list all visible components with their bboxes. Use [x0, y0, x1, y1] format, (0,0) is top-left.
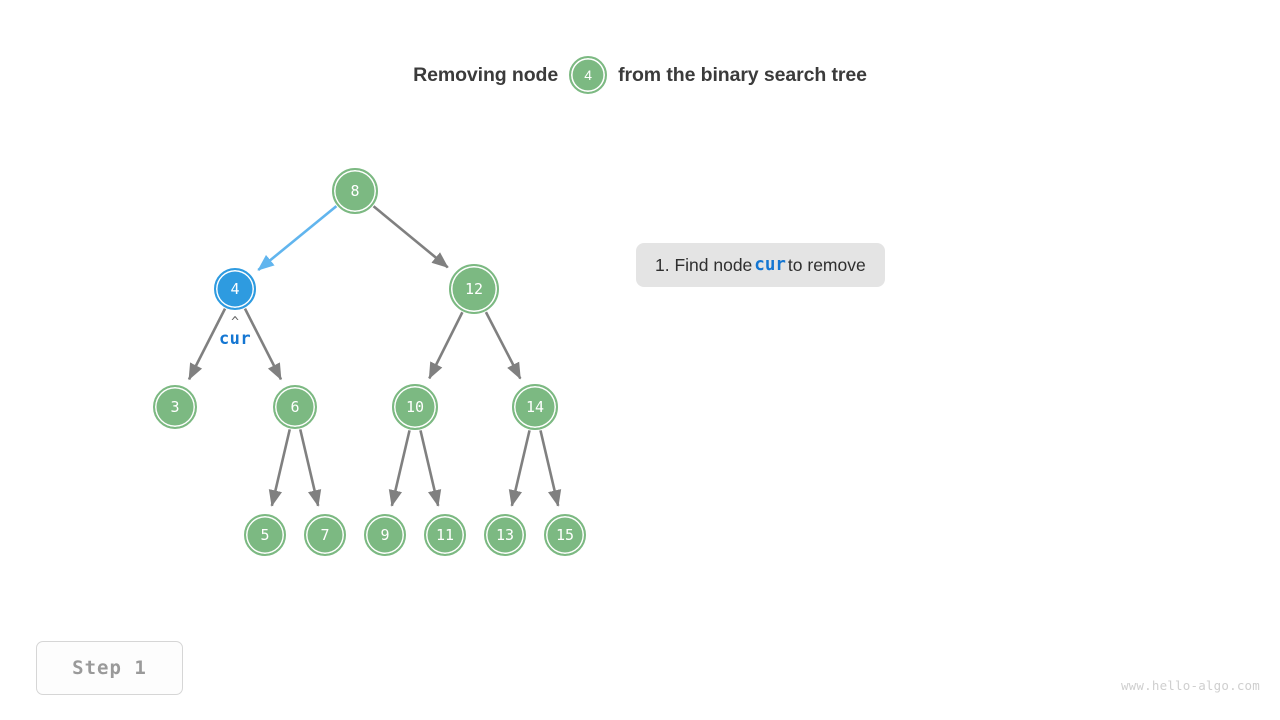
step-description-code: cur [754, 255, 786, 275]
tree-edge-4-to-6 [243, 308, 283, 381]
step-description-prefix: 1. Find node [655, 254, 753, 275]
tree-node-11: 11 [424, 514, 466, 556]
tree-node-14: 14 [512, 384, 558, 430]
page-title-node-badge: 4 [569, 56, 608, 94]
tree-node-4: 4 [214, 268, 256, 310]
step-badge: Step 1 [36, 641, 183, 695]
tree-edge-4-to-3 [187, 308, 227, 381]
tree-edge-8-to-4 [257, 205, 338, 272]
tree-node-3: 3 [153, 385, 197, 429]
tree-edge-10-to-11 [419, 430, 442, 507]
step-badge-label: Step 1 [72, 657, 147, 679]
tree-edge-12-to-14 [484, 311, 522, 380]
tree-node-7: 7 [304, 514, 346, 556]
page-title: Removing node 4 from the binary search t… [0, 56, 1280, 94]
page-title-prefix: Removing node [413, 63, 559, 86]
tree-edge-14-to-15 [539, 430, 562, 507]
tree-node-5: 5 [244, 514, 286, 556]
tree-node-13: 13 [484, 514, 526, 556]
page-title-suffix: from the binary search tree [618, 63, 867, 86]
tree-edge-14-to-13 [508, 430, 531, 507]
tree-edge-6-to-5 [268, 429, 292, 507]
tree-edge-6-to-7 [298, 429, 322, 507]
tree-node-10: 10 [392, 384, 438, 430]
step-description-box: 1. Find node cur to remove [636, 243, 885, 287]
tree-edge-10-to-9 [388, 430, 411, 507]
tree-node-15: 15 [544, 514, 586, 556]
tree-edge-12-to-10 [428, 311, 464, 380]
tree-node-9: 9 [364, 514, 406, 556]
tree-edge-8-to-12 [372, 205, 449, 269]
tree-node-6: 6 [273, 385, 317, 429]
tree-node-8: 8 [332, 168, 378, 214]
tree-node-12: 12 [449, 264, 499, 314]
watermark: www.hello-algo.com [1120, 678, 1260, 693]
step-description-suffix: to remove [787, 254, 866, 275]
